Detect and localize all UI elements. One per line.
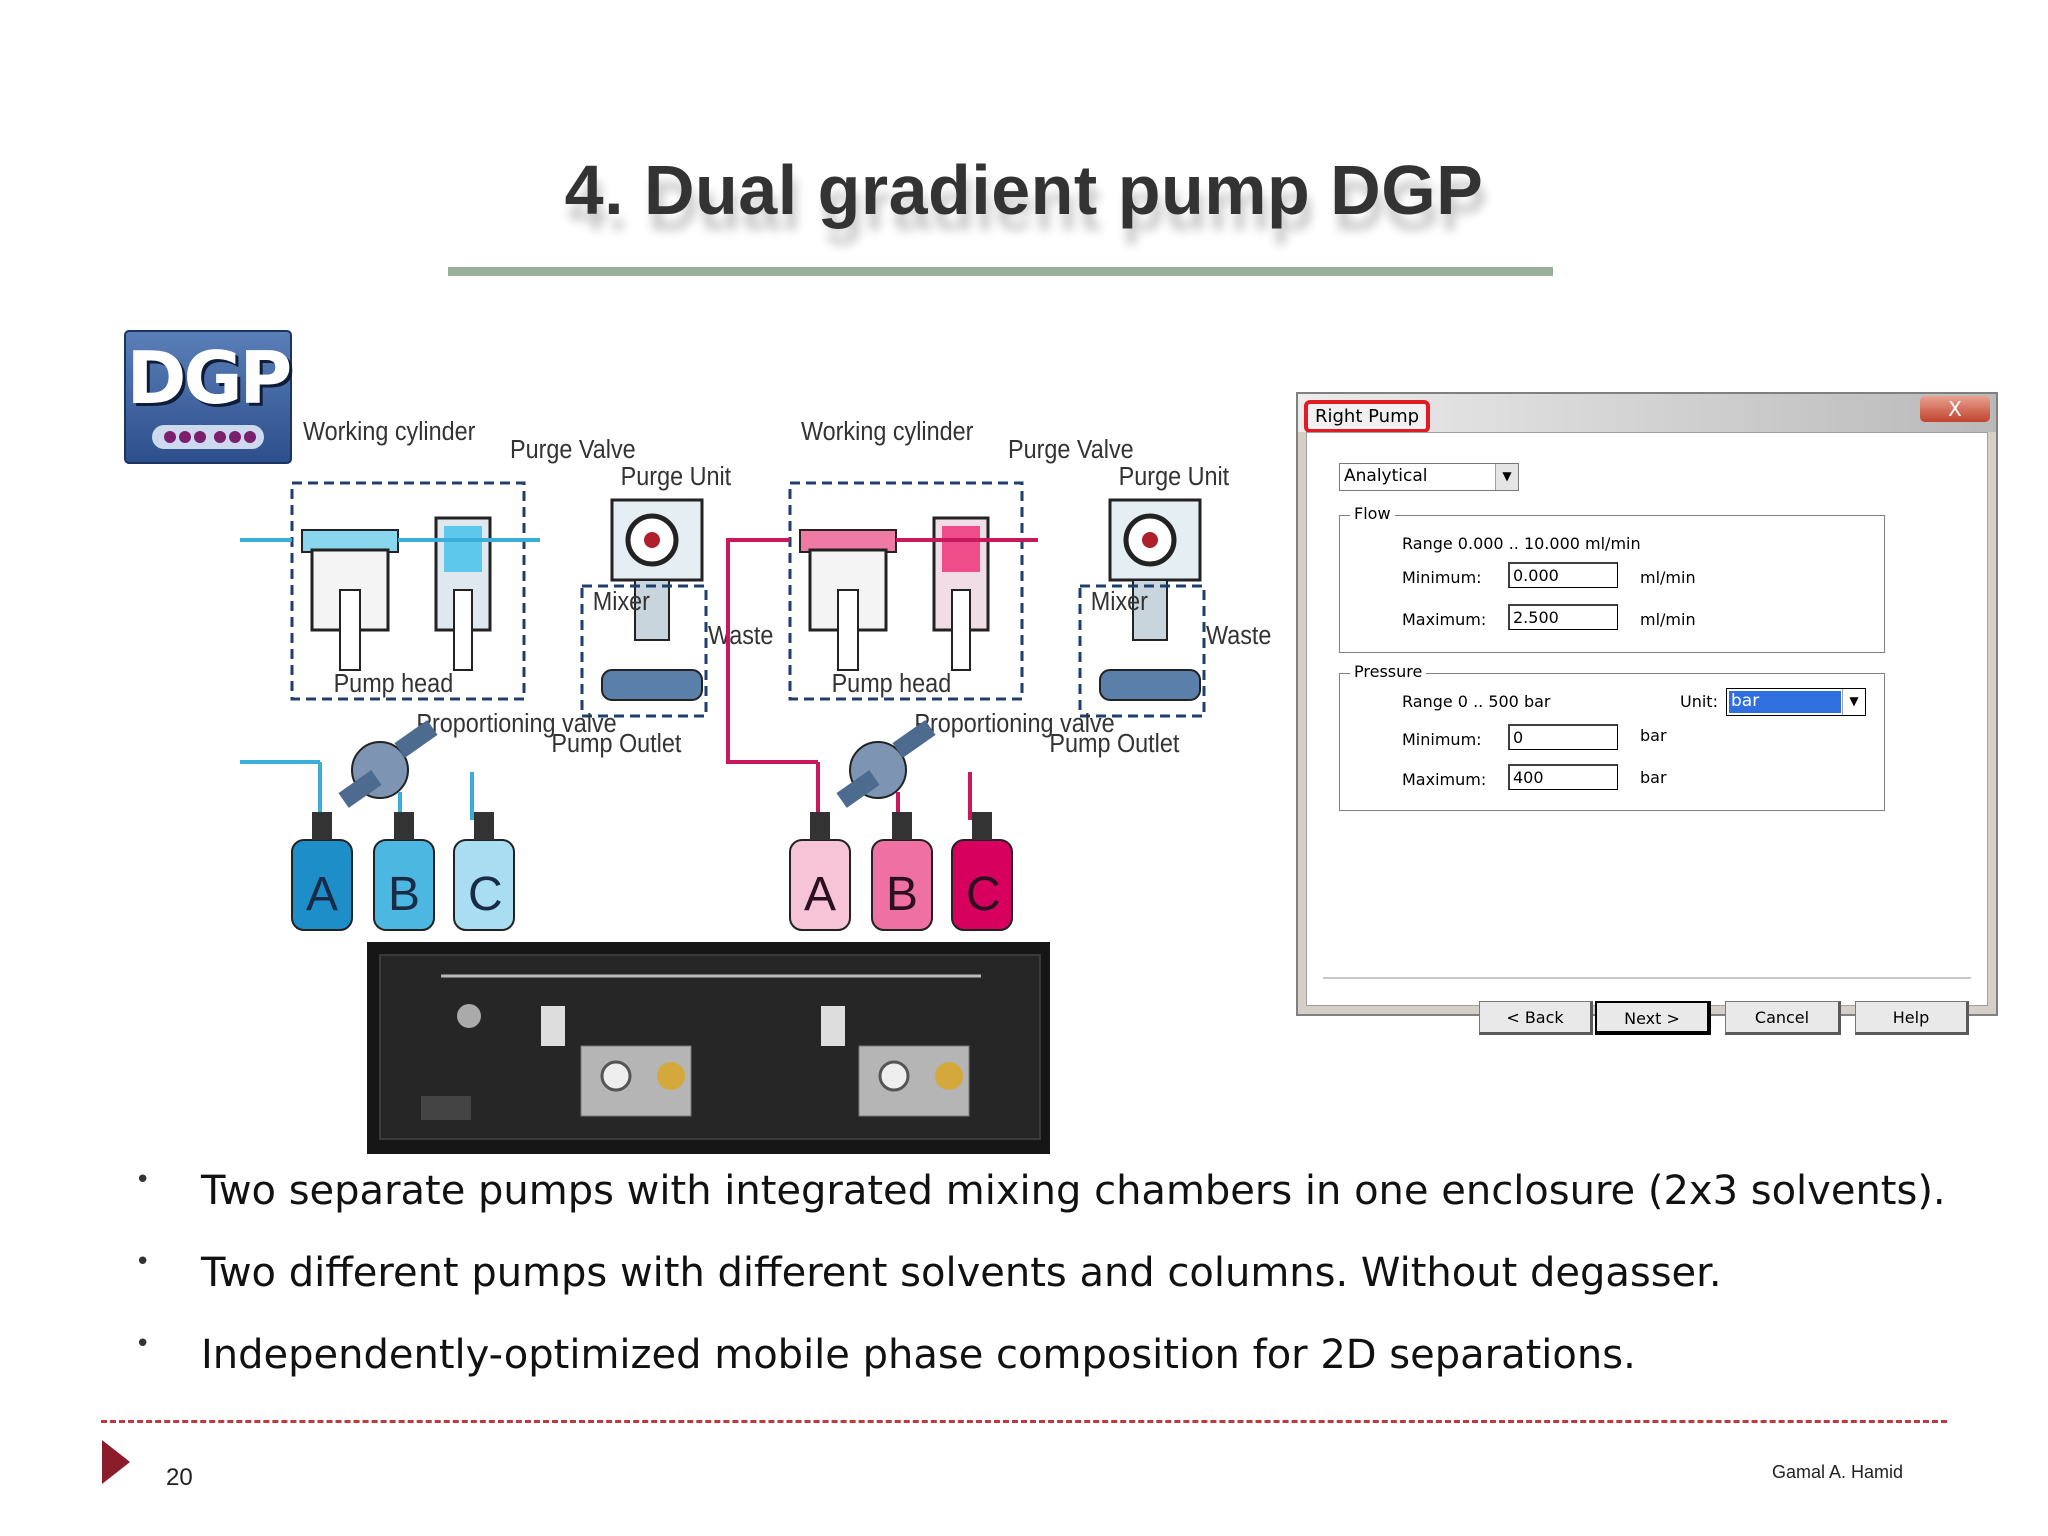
bullet-icon: •: [135, 1165, 151, 1195]
flow-maximum-label: Maximum:: [1402, 610, 1487, 629]
mode-select-value: Analytical: [1344, 466, 1428, 486]
author-name: Gamal A. Hamid: [1772, 1462, 1904, 1482]
footer-divider: [101, 1420, 1947, 1423]
dialog-title: Right Pump: [1304, 400, 1431, 433]
right-purge-valve-label: Purge Valve: [1008, 436, 1134, 464]
left-pump-outlet-label: Pump Outlet: [551, 730, 681, 758]
dgp-logo-text: DGP: [126, 336, 293, 420]
flow-minimum-input[interactable]: 0.000: [1508, 562, 1618, 588]
left-waste-label: Waste: [708, 622, 773, 650]
mode-select[interactable]: Analytical ▼: [1339, 463, 1519, 491]
pressure-group: Pressure Range 0 .. 500 bar Unit: bar ▼ …: [1339, 662, 1885, 811]
dgp-logo: DGP: [124, 330, 292, 464]
cancel-button[interactable]: Cancel: [1725, 1001, 1841, 1035]
chevron-down-icon: ▼: [1495, 464, 1518, 490]
pressure-maximum-input[interactable]: 400: [1508, 764, 1618, 790]
pump-hardware-illustration: [421, 974, 981, 1120]
left-pump-head-label: Pump head: [334, 670, 454, 698]
left-working-cylinder-label: Working cylinder: [303, 418, 475, 446]
page-number: 20: [166, 1464, 193, 1491]
next-button[interactable]: Next >: [1595, 1001, 1711, 1035]
pressure-minimum-unit: bar: [1640, 726, 1667, 745]
flow-maximum-unit: ml/min: [1640, 610, 1696, 629]
pressure-unit-select[interactable]: bar ▼: [1726, 688, 1866, 716]
slide-title: 4. Dual gradient pump DGP: [564, 151, 1484, 229]
bullet-text: Two different pumps with different solve…: [201, 1250, 1722, 1296]
left-bottle-a-label: A: [306, 868, 338, 921]
triangle-arrow-icon: [102, 1440, 130, 1484]
right-bottle-b-label: B: [886, 868, 918, 921]
bullet-icon: •: [135, 1247, 151, 1277]
back-button[interactable]: < Back: [1479, 1001, 1593, 1035]
flow-legend: Flow: [1350, 504, 1395, 523]
right-proportioning-valve-label: Proportioning valve: [914, 710, 1114, 738]
right-purge-unit-label: Purge Unit: [1119, 463, 1230, 491]
right-working-cylinder-label: Working cylinder: [801, 418, 973, 446]
right-mixer-label: Mixer: [1091, 588, 1148, 616]
pressure-unit-label: Unit:: [1680, 692, 1718, 711]
left-bottles: A B C: [291, 812, 515, 931]
right-pump-head-label: Pump head: [832, 670, 952, 698]
flow-maximum-input[interactable]: 2.500: [1508, 604, 1618, 630]
left-purge-unit-label: Purge Unit: [621, 463, 732, 491]
title-underline: [448, 267, 1553, 276]
left-pump-diagram: Working cylinder Purge Valve Purge Unit …: [240, 418, 773, 931]
left-proportioning-valve-label: Proportioning valve: [416, 710, 616, 738]
pressure-minimum-label: Minimum:: [1402, 730, 1482, 749]
right-pump-dialog: Right Pump X Analytical ▼ Flow Range 0.0…: [1296, 392, 1998, 1035]
button-separator: [1323, 977, 1971, 979]
right-bottle-a-label: A: [804, 868, 836, 921]
pressure-minimum-input[interactable]: 0: [1508, 724, 1618, 750]
left-mixer-label: Mixer: [593, 588, 650, 616]
chevron-down-icon: ▼: [1842, 689, 1865, 715]
pressure-range: Range 0 .. 500 bar: [1402, 692, 1551, 711]
dgp-logo-dots: [152, 425, 264, 449]
pressure-maximum-label: Maximum:: [1402, 770, 1487, 789]
bullet-text: Two separate pumps with integrated mixin…: [201, 1168, 1946, 1214]
flow-group: Flow Range 0.000 .. 10.000 ml/min Minimu…: [1339, 504, 1885, 653]
right-bottles: A B C: [789, 812, 1013, 931]
left-bottle-c-label: C: [468, 868, 503, 921]
pressure-unit-value: bar: [1729, 691, 1841, 713]
help-button[interactable]: Help: [1855, 1001, 1969, 1035]
right-pump-diagram: Working cylinder Purge Valve Purge Unit …: [726, 418, 1271, 931]
flow-range: Range 0.000 .. 10.000 ml/min: [1402, 534, 1641, 553]
bullet-text: Independently-optimized mobile phase com…: [201, 1332, 1636, 1378]
left-purge-valve-label: Purge Valve: [510, 436, 636, 464]
pump-enclosure: [379, 954, 1041, 1140]
dots-icon: [164, 431, 256, 443]
dialog-titlebar: Right Pump X: [1298, 394, 1996, 433]
dialog-body: Analytical ▼ Flow Range 0.000 .. 10.000 …: [1306, 432, 1988, 1035]
left-bottle-b-label: B: [388, 868, 420, 921]
bullet-icon: •: [135, 1329, 151, 1359]
pump-hardware-photo: [367, 942, 1050, 1154]
pressure-maximum-unit: bar: [1640, 768, 1667, 787]
right-bottle-c-label: C: [966, 868, 1001, 921]
right-waste-label: Waste: [1206, 622, 1271, 650]
pressure-legend: Pressure: [1350, 662, 1427, 681]
pump-flow-diagram: Working cylinder Purge Valve Purge Unit …: [240, 418, 1271, 931]
right-pump-outlet-label: Pump Outlet: [1049, 730, 1179, 758]
flow-minimum-label: Minimum:: [1402, 568, 1482, 587]
flow-minimum-unit: ml/min: [1640, 568, 1696, 587]
close-button[interactable]: X: [1920, 396, 1990, 422]
